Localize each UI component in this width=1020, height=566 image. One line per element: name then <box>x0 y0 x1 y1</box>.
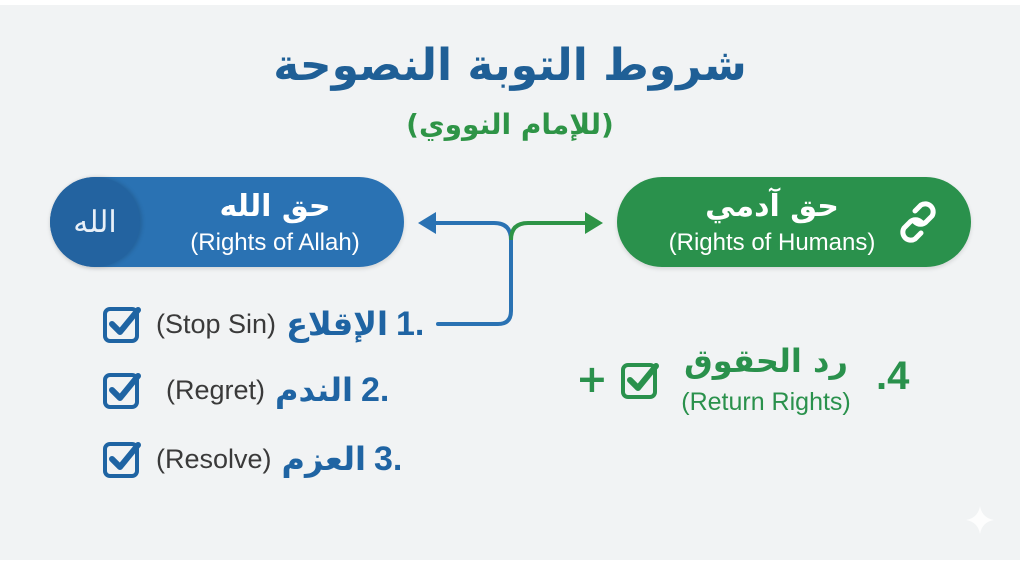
step-item-stop-sin: (Stop Sin) الإقلاع 1. <box>102 302 424 346</box>
page-subtitle: (للإمام النووي) <box>406 108 614 141</box>
page-title: شروط التوبة النصوحة <box>273 40 747 91</box>
plus-icon: + <box>576 357 608 401</box>
step-english-label: (Stop Sin) <box>156 308 277 339</box>
step-number: 1. <box>395 304 425 343</box>
step-item-resolve: (Resolve) العزم 3. <box>102 437 402 481</box>
checkbox-checked-icon <box>103 442 141 478</box>
step-item-regret: (Regret) الندم 2. <box>102 368 389 412</box>
rights-of-humans-title-ar: حق آدمي <box>705 189 839 224</box>
step-english-label: (Return Rights) <box>681 388 851 416</box>
step-number: 2. <box>361 370 390 409</box>
sparkle-watermark-icon <box>966 506 994 534</box>
step-arabic-label: الإقلاع <box>286 305 388 343</box>
chain-link-icon <box>900 201 936 243</box>
rights-of-allah-title-ar: حق الله <box>219 189 331 224</box>
allah-calligraphy-icon: الله <box>50 177 140 267</box>
step-english-label: (Regret) <box>166 374 266 405</box>
checkbox-checked-icon <box>103 373 141 409</box>
checkbox-checked-icon <box>621 363 659 399</box>
step-arabic-label: العزم <box>281 440 366 478</box>
rights-of-humans-title-en: (Rights of Humans) <box>668 229 876 256</box>
step-number: 3. <box>373 439 403 478</box>
rights-of-allah-title-en: (Rights of Allah) <box>190 229 360 256</box>
rights-of-humans-pill: حق آدمي (Rights of Humans) <box>617 177 971 267</box>
checkbox-checked-icon <box>103 307 141 343</box>
step-item-return-rights: + رد الحقوق (Return Rights) .4 <box>576 340 936 420</box>
rights-of-allah-pill: الله حق الله (Rights of Allah) <box>50 177 404 267</box>
step-arabic-label: رد الحقوق <box>684 342 848 380</box>
step-number: .4 <box>876 354 910 398</box>
step-english-label: (Resolve) <box>156 443 272 474</box>
step-arabic-label: الندم <box>275 371 354 409</box>
